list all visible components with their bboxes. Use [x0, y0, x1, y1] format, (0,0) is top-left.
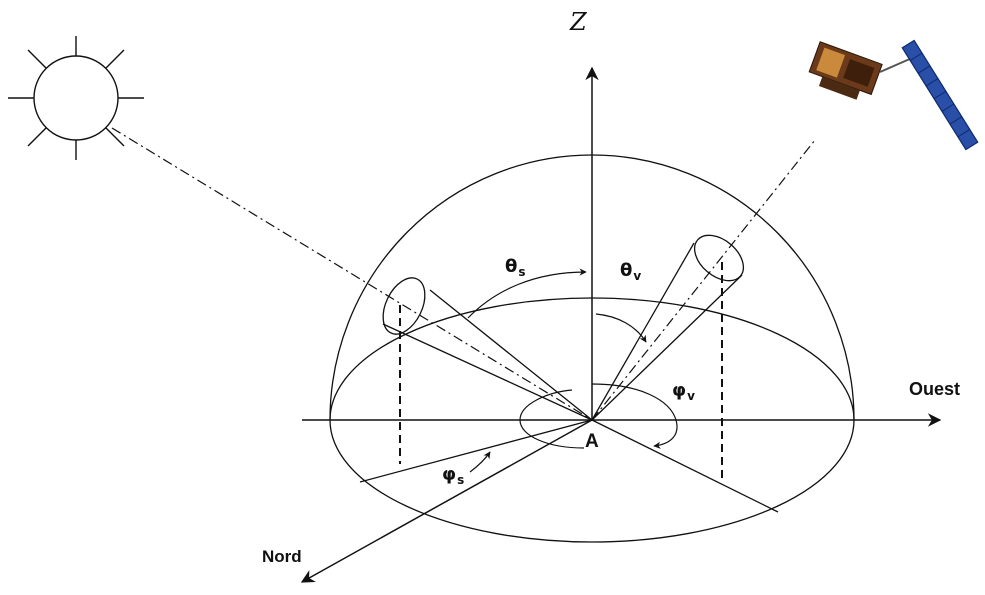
sun-cone-ellipse — [382, 277, 426, 335]
axes — [300, 66, 942, 583]
west-axis-label: Ouest — [909, 379, 961, 399]
theta-s-arc — [467, 268, 587, 319]
phi-ground-arc — [519, 389, 585, 449]
sun-cone — [382, 277, 593, 421]
sun-icon — [8, 36, 144, 160]
sun-azimuth-ground-line — [359, 419, 593, 483]
origin-point-label: A — [585, 431, 599, 452]
azimuth-lines — [359, 419, 779, 513]
view-zenith-angle-label: θv — [620, 260, 642, 283]
view-cone-ellipse — [693, 234, 745, 282]
view-cone — [591, 234, 745, 421]
angle-arcs — [467, 268, 678, 473]
projection-lines — [399, 262, 723, 480]
view-azimuth-angle-label: φv — [672, 380, 695, 403]
satellite-icon — [808, 39, 979, 151]
sun-ray-line — [111, 127, 593, 421]
phi-v-arc — [591, 383, 678, 449]
nord-axis-line — [300, 419, 593, 583]
phi-s-arc — [469, 451, 491, 473]
z-axis-label: Z — [570, 8, 587, 36]
rays — [111, 127, 816, 421]
theta-v-arc — [595, 313, 647, 343]
view-azimuth-ground-line — [591, 419, 779, 513]
solar-zenith-angle-label: θs — [505, 256, 526, 279]
north-axis-label: Nord — [262, 547, 302, 566]
solar-azimuth-angle-label: φs — [442, 464, 465, 487]
